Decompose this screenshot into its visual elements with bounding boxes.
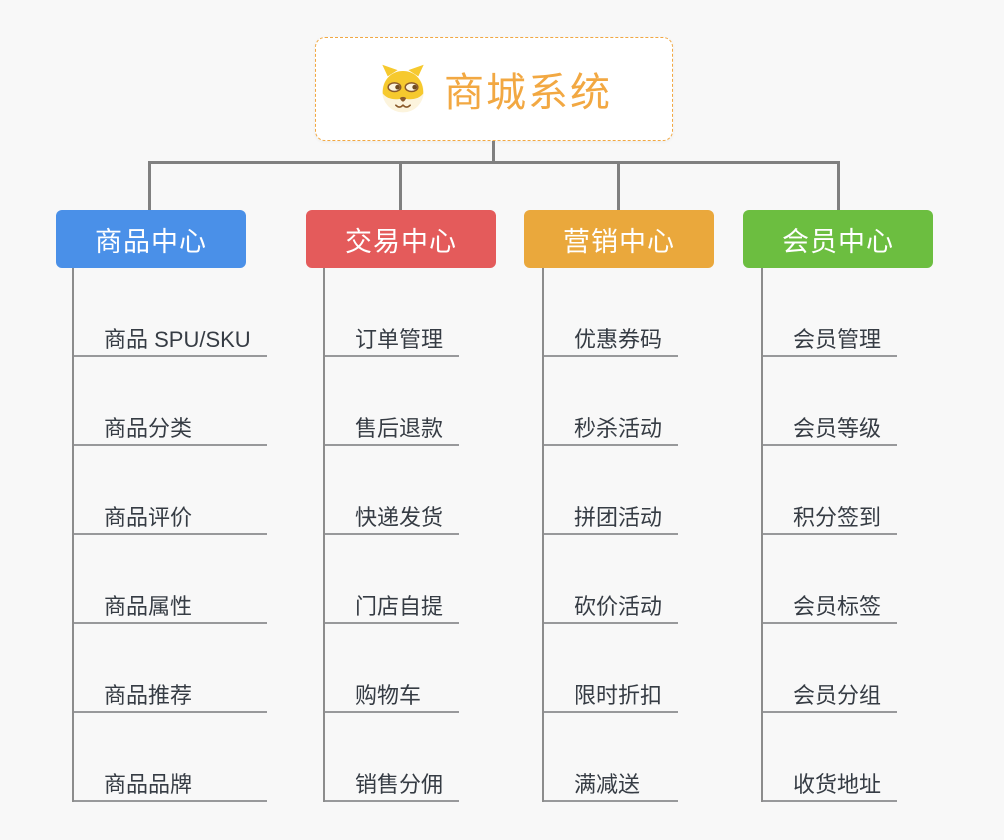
child-node[interactable]: 商品品牌	[74, 764, 267, 802]
branch-marketing-center[interactable]: 营销中心	[524, 210, 714, 268]
child-label: 订单管理	[355, 327, 444, 352]
child-label: 购物车	[355, 683, 422, 708]
child-node[interactable]: 拼团活动	[544, 497, 679, 535]
child-node[interactable]: 会员标签	[763, 586, 898, 624]
root-node-mall-system[interactable]: 商城系统	[315, 37, 673, 141]
child-label: 秒杀活动	[574, 416, 663, 441]
branch-label: 商品中心	[95, 226, 207, 257]
column-product-center: 商品 SPU/SKU 商品分类 商品评价 商品属性 商品推荐 商品品牌	[72, 268, 267, 802]
child-node[interactable]: 积分签到	[763, 497, 898, 535]
child-label: 门店自提	[355, 594, 444, 619]
child-node[interactable]: 售后退款	[325, 408, 460, 446]
child-node[interactable]: 满减送	[544, 764, 679, 802]
branch-label: 会员中心	[782, 226, 894, 257]
child-label: 商品评价	[104, 505, 193, 530]
child-node[interactable]: 收货地址	[763, 764, 898, 802]
child-label: 砍价活动	[574, 594, 663, 619]
child-label: 商品推荐	[104, 683, 193, 708]
child-label: 积分签到	[793, 505, 882, 530]
child-label: 会员管理	[793, 327, 882, 352]
child-label: 商品分类	[104, 416, 193, 441]
child-label: 会员分组	[793, 683, 882, 708]
root-title: 商城系统	[444, 71, 612, 115]
child-node[interactable]: 优惠券码	[544, 319, 679, 357]
child-label: 拼团活动	[574, 505, 663, 530]
branch-label: 营销中心	[563, 226, 675, 257]
branch-trade-center[interactable]: 交易中心	[306, 210, 496, 268]
child-label: 满减送	[574, 772, 641, 797]
connector-drop-marketing	[617, 161, 620, 210]
child-node[interactable]: 会员等级	[763, 408, 898, 446]
connector-drop-products	[148, 161, 151, 210]
child-node[interactable]: 商品推荐	[74, 675, 267, 713]
child-label: 售后退款	[355, 416, 444, 441]
child-label: 销售分佣	[355, 772, 444, 797]
child-node[interactable]: 秒杀活动	[544, 408, 679, 446]
column-marketing-center: 优惠券码 秒杀活动 拼团活动 砍价活动 限时折扣 满减送	[542, 268, 679, 802]
child-label: 快递发货	[355, 505, 444, 530]
child-node[interactable]: 门店自提	[325, 586, 460, 624]
child-node[interactable]: 订单管理	[325, 319, 460, 357]
child-label: 会员标签	[793, 594, 882, 619]
branch-label: 交易中心	[345, 226, 457, 257]
child-node[interactable]: 会员管理	[763, 319, 898, 357]
child-label: 商品属性	[104, 594, 193, 619]
child-node[interactable]: 商品属性	[74, 586, 267, 624]
child-label: 优惠券码	[574, 327, 663, 352]
column-member-center: 会员管理 会员等级 积分签到 会员标签 会员分组 收货地址	[761, 268, 898, 802]
child-node[interactable]: 快递发货	[325, 497, 460, 535]
child-node[interactable]: 购物车	[325, 675, 460, 713]
branch-product-center[interactable]: 商品中心	[56, 210, 246, 268]
child-node[interactable]: 限时折扣	[544, 675, 679, 713]
connector-bus	[148, 161, 840, 164]
child-label: 商品 SPU/SKU	[104, 327, 251, 352]
child-node[interactable]: 商品评价	[74, 497, 267, 535]
child-node[interactable]: 会员分组	[763, 675, 898, 713]
branch-member-center[interactable]: 会员中心	[743, 210, 933, 268]
child-node[interactable]: 商品 SPU/SKU	[74, 319, 267, 357]
child-label: 商品品牌	[104, 772, 193, 797]
column-trade-center: 订单管理 售后退款 快递发货 门店自提 购物车 销售分佣	[323, 268, 460, 802]
child-node[interactable]: 砍价活动	[544, 586, 679, 624]
child-label: 会员等级	[793, 416, 882, 441]
connector-drop-trade	[399, 161, 402, 210]
child-label: 收货地址	[793, 772, 882, 797]
connector-drop-member	[837, 161, 840, 210]
child-node[interactable]: 销售分佣	[325, 764, 460, 802]
child-node[interactable]: 商品分类	[74, 408, 267, 446]
connector-root-drop	[492, 141, 495, 162]
child-label: 限时折扣	[574, 683, 663, 708]
dog-face-icon	[376, 62, 430, 116]
